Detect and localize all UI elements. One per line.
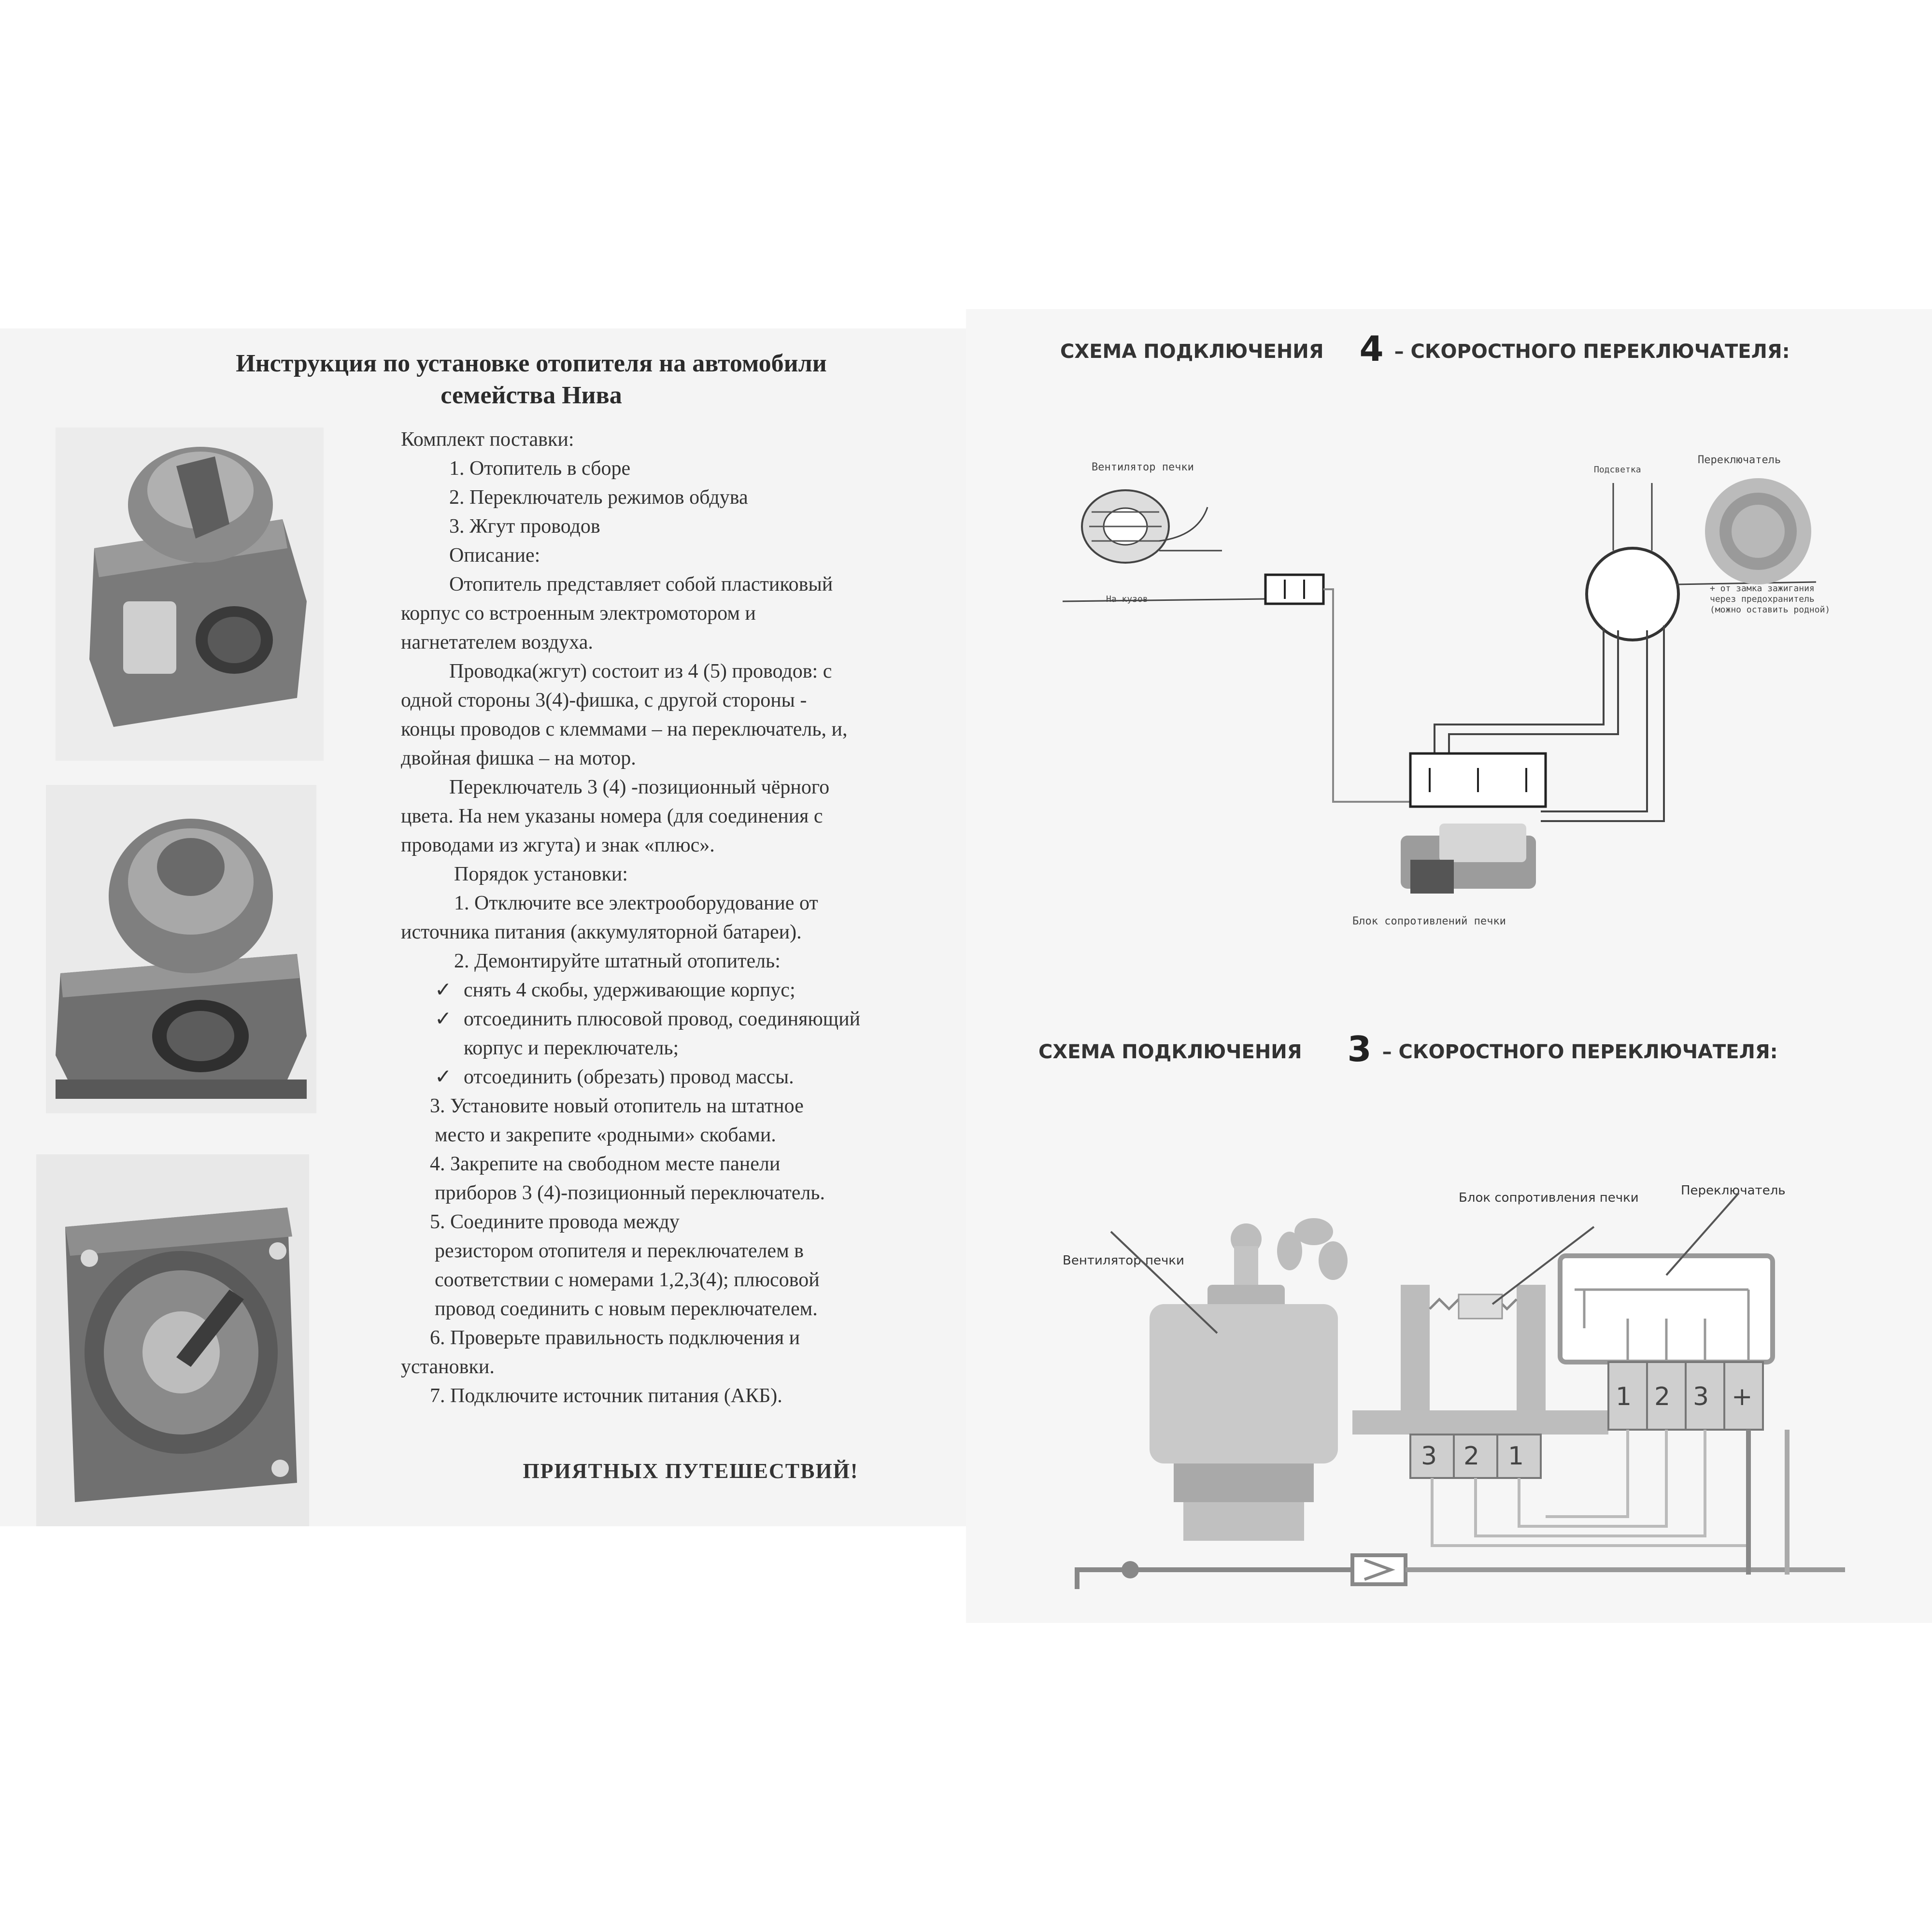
description-heading: Описание: — [449, 544, 540, 567]
switch-line-3: проводами из жгута) и знак «плюс». — [401, 834, 715, 856]
heater-illustration-2 — [46, 785, 316, 1113]
description-line-1: Отопитель представляет собой пластиковый — [449, 573, 833, 596]
switch-body-icon — [1558, 1253, 1775, 1386]
instruction-title: Инструкция по установке отопителя на авт… — [135, 348, 927, 412]
step-3-line-2: место и закрепите «родными» скобами. — [435, 1124, 776, 1146]
propeller-icon — [1277, 1218, 1348, 1280]
schema-3-resistor-label: Блок сопротивления печки — [1459, 1191, 1639, 1205]
wiring-line-3: концы проводов с клеммами – на переключа… — [401, 718, 848, 740]
check-text: отсоединить (обрезать) провод массы. — [464, 1066, 794, 1088]
heater-photo-2 — [46, 785, 316, 1113]
supply-item-1: 1. Отопитель в сборе — [449, 457, 631, 480]
switch-knob-icon — [1705, 478, 1811, 584]
step-5-line-4: провод соединить с новым переключателем. — [435, 1298, 818, 1320]
supply-heading: Комплект поставки: — [401, 428, 574, 451]
supply-item-3: 3. Жгут проводов — [449, 515, 600, 538]
step-2-check-3: ✓ отсоединить (обрезать) провод массы. — [401, 1063, 980, 1092]
check-mark-icon: ✓ — [435, 1066, 452, 1088]
resistor-block-icon — [1352, 1285, 1608, 1435]
step-2-check-1: ✓ снять 4 скобы, удерживающие корпус; — [401, 976, 980, 1005]
schema-4-title-prefix: СХЕМА ПОДКЛЮЧЕНИЯ — [1060, 341, 1324, 363]
ignition-note-line-2: через предохранитель — [1710, 594, 1815, 604]
resistor-block-icon — [1401, 824, 1536, 894]
check-mark-icon: ✓ — [435, 979, 452, 1001]
description-line-2: корпус со встроенным электромотором и — [401, 602, 756, 625]
supply-item-2: 2. Переключатель режимов обдува — [449, 486, 748, 509]
resistor-terminal-2: 2 — [1463, 1442, 1480, 1471]
step-6-line-2: установки. — [401, 1356, 495, 1378]
switch-terminal-plus: + — [1732, 1382, 1753, 1411]
step-5-line-3: соответствии с номерами 1,2,3(4); плюсов… — [435, 1269, 820, 1291]
install-heading: Порядок установки: — [454, 863, 628, 885]
schema-4-ignition-note: + от замка зажигания через предохранител… — [1710, 583, 1830, 615]
schema-3-title: СХЕМА ПОДКЛЮЧЕНИЯ 3 – СКОРОСТНОГО ПЕРЕКЛ… — [1038, 1029, 1778, 1069]
schema-4-fan-label: Вентилятор печки — [1092, 461, 1194, 473]
wiring-line-4: двойная фишка – на мотор. — [401, 747, 636, 769]
blower-motor-icon — [1150, 1223, 1338, 1541]
schema-3-title-suffix: – СКОРОСТНОГО ПЕРЕКЛЮЧАТЕЛЯ: — [1382, 1041, 1778, 1063]
step-5-line-1: 5. Соедините провода между — [430, 1211, 680, 1233]
switch-terminal-block — [1585, 547, 1680, 641]
heater-illustration-1 — [56, 427, 324, 761]
switch-line-2: цвета. На нем указаны номера (для соедин… — [401, 805, 823, 827]
schema-4-title-suffix: – СКОРОСТНОГО ПЕРЕКЛЮЧАТЕЛЯ: — [1394, 341, 1790, 363]
switch-terminal-2: 2 — [1654, 1382, 1671, 1411]
schema-3-title-number: 3 — [1347, 1029, 1372, 1069]
wiring-line-1: Проводка(жгут) состоит из 4 (5) проводов… — [449, 660, 832, 682]
schema-3-diagram — [1075, 1192, 1845, 1589]
schema-4-title: СХЕМА ПОДКЛЮЧЕНИЯ 4 – СКОРОСТНОГО ПЕРЕКЛ… — [1060, 328, 1790, 369]
step-5-line-2: резистором отопителя и переключателем в — [435, 1240, 804, 1262]
resistor-terminal-1: 1 — [1508, 1442, 1524, 1471]
resistor-terminal-3: 3 — [1421, 1442, 1437, 1471]
check-text: снять 4 скобы, удерживающие корпус; — [464, 979, 796, 1001]
step-1-line-1: 1. Отключите все электрооборудование от — [454, 892, 818, 914]
schema-3-title-prefix: СХЕМА ПОДКЛЮЧЕНИЯ — [1038, 1041, 1302, 1063]
blower-fan-icon — [1081, 489, 1170, 564]
heater-photo-1 — [56, 427, 324, 761]
step-7-line-1: 7. Подключите источник питания (АКБ). — [430, 1385, 782, 1407]
title-line-1: Инструкция по установке отопителя на авт… — [236, 350, 827, 377]
heater-illustration-3 — [36, 1154, 309, 1526]
schema-3-switch-label: Переключатель — [1681, 1183, 1786, 1198]
ignition-note-line-1: + от замка зажигания — [1710, 583, 1815, 594]
switch-line-1: Переключатель 3 (4) -позиционный чёрного — [449, 776, 830, 798]
step-2-check-2-cont: корпус и переключатель; — [401, 1034, 980, 1063]
step-6-line-1: 6. Проверьте правильность подключения и — [430, 1327, 800, 1349]
schema-3-fan-label: Вентилятор печки — [1063, 1253, 1184, 1268]
wiring-line-2: одной стороны 3(4)-фишка, с другой сторо… — [401, 689, 807, 711]
step-4-line-1: 4. Закрепите на свободном месте панели — [430, 1153, 781, 1175]
switch-terminal-1: 1 — [1616, 1382, 1632, 1411]
instruction-text: Комплект поставки: 1. Отопитель в сборе … — [401, 425, 980, 1410]
ignition-note-line-3: (можно оставить родной) — [1710, 605, 1831, 615]
heater-photo-3 — [36, 1154, 309, 1526]
step-3-line-1: 3. Установите новый отопитель на штатное — [430, 1095, 804, 1117]
schema-4-ground-label: На кузов — [1106, 594, 1148, 604]
step-2-check-2: ✓ отсоединить плюсовой провод, соединяющи… — [401, 1005, 980, 1034]
closing-greeting: ПРИЯТНЫХ ПУТЕШЕСТВИЙ! — [523, 1459, 859, 1483]
schema-4-backlight-label: Подсветка — [1594, 465, 1641, 475]
switch-terminal-3: 3 — [1693, 1382, 1709, 1411]
check-text: корпус и переключатель; — [464, 1037, 679, 1059]
step-1-line-2: источника питания (аккумуляторной батаре… — [401, 921, 802, 943]
motor-connector — [1264, 573, 1325, 605]
description-line-3: нагнетателем воздуха. — [401, 631, 593, 653]
step-4-line-2: приборов 3 (4)-позиционный переключатель… — [435, 1182, 825, 1204]
schema-4-title-number: 4 — [1359, 328, 1384, 369]
switch-terminals — [1607, 1361, 1764, 1431]
schema-4-diagram — [1062, 478, 1817, 894]
title-line-2: семейства Нива — [440, 382, 622, 409]
schema-4-resistor-label: Блок сопротивлений печки — [1352, 915, 1506, 927]
check-mark-icon: ✓ — [435, 1008, 452, 1030]
step-2-heading: 2. Демонтируйте штатный отопитель: — [454, 950, 781, 972]
schema-4-switch-label: Переключатель — [1698, 454, 1781, 466]
check-text: отсоединить плюсовой провод, соединяющий — [464, 1008, 861, 1030]
